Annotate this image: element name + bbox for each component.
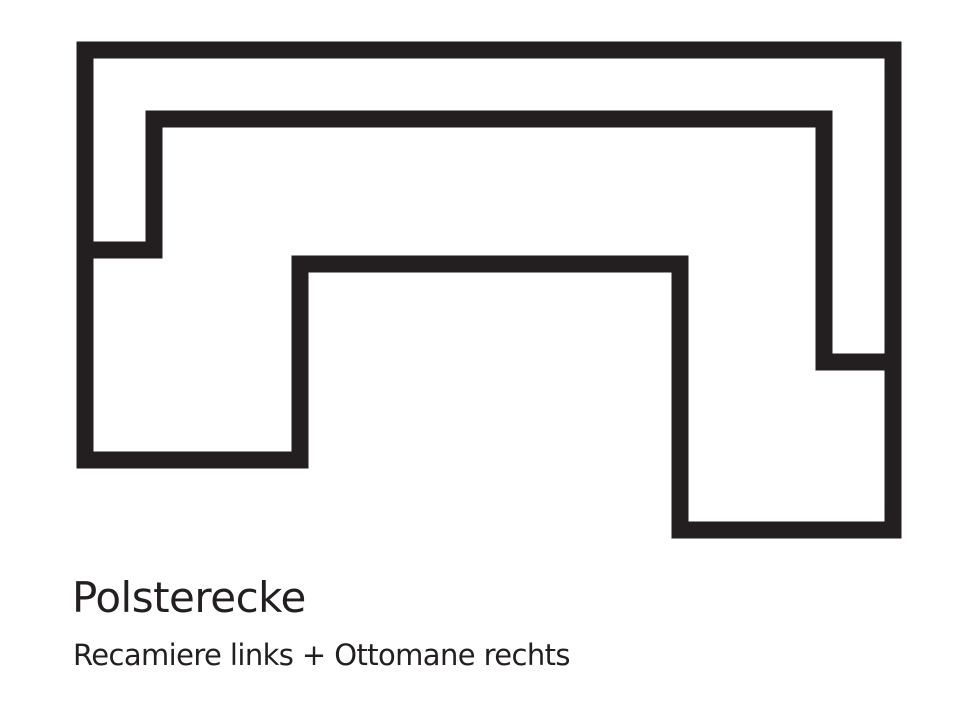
backrest-line	[76, 110, 902, 371]
caption-title: Polsterecke	[72, 573, 306, 622]
sofa-outline	[76, 41, 902, 539]
sofa-layout-diagram	[76, 41, 902, 539]
caption-subtitle: Recamiere links + Ottomane rechts	[73, 638, 571, 672]
